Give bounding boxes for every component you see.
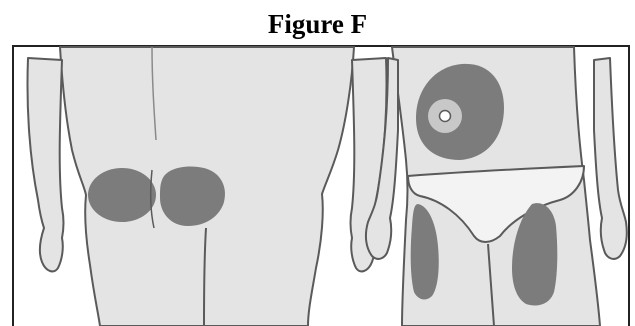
back-view-figure: [27, 47, 386, 326]
front-right-arm: [594, 58, 627, 259]
front-view-figure: [366, 47, 627, 326]
navel: [440, 111, 451, 122]
back-left-arm: [27, 58, 63, 271]
injection-site-left-buttock: [88, 168, 156, 222]
